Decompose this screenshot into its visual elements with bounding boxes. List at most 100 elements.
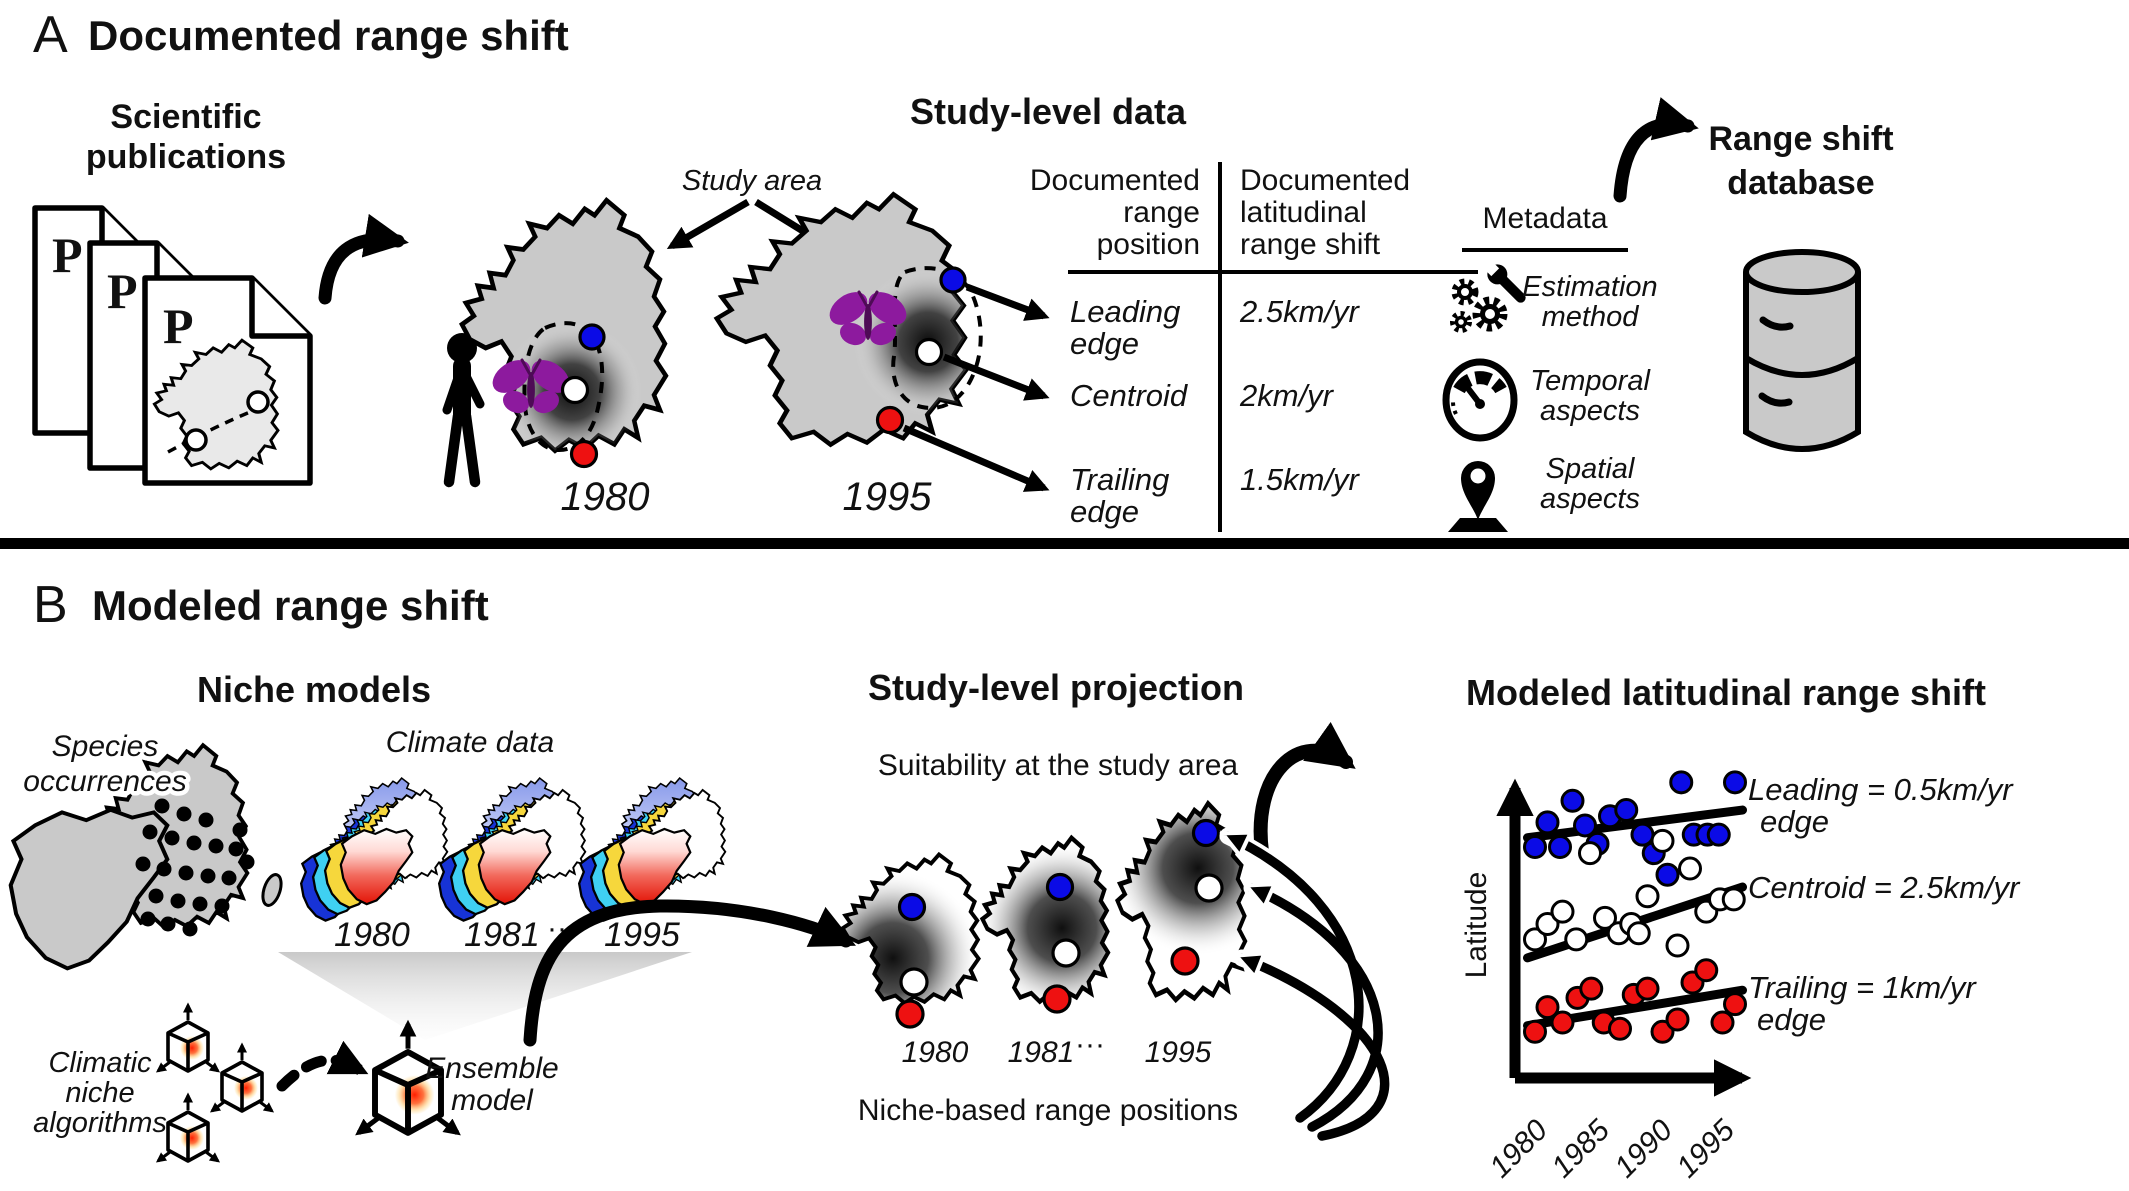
centroid-dot	[1194, 873, 1224, 903]
ensemble-to-projection-arrow	[523, 899, 856, 1047]
leading-edge-dot	[939, 266, 967, 294]
row-trailing-label: edge	[1070, 494, 1139, 529]
dot-to-leading-arrow	[965, 283, 1050, 321]
scatter-point-centroid	[1523, 927, 1547, 952]
scatter-point-trailing-edge	[1723, 992, 1747, 1017]
ensemble-model-label: Ensemble	[425, 1052, 558, 1085]
col2-header: Documented	[1240, 164, 1410, 197]
scatter-point-centroid	[1578, 841, 1602, 866]
scatter-point-leading-edge	[1548, 835, 1572, 859]
x-tick: 1985	[1545, 1113, 1616, 1184]
climate-data-label: Climate data	[386, 726, 554, 759]
estimation-method-label: Estimation	[1522, 271, 1657, 303]
climate-year: 1981	[464, 916, 540, 954]
metadata-title: Metadata	[1482, 202, 1607, 235]
database-title-line1: Range shift	[1708, 120, 1893, 158]
scatter-point-leading-edge	[1573, 813, 1597, 838]
projection-year: 1995	[1145, 1036, 1212, 1069]
projection-year: 1981	[1008, 1036, 1075, 1069]
scatter-point-trailing-edge	[1694, 958, 1719, 983]
panel-a: A Documented range shift Scientific publ…	[32, 6, 1894, 532]
trend-line-leading-edge	[1523, 805, 1747, 843]
scatter-point-trailing-edge	[1650, 1019, 1675, 1044]
paper-mini-dashed-range	[167, 410, 251, 454]
centroid-dot	[914, 337, 944, 367]
col1-header: Documented	[1030, 164, 1200, 197]
projection-map-1980	[840, 852, 981, 1029]
x-tick: 1980	[1483, 1113, 1554, 1184]
scatter-point-centroid	[1721, 887, 1746, 912]
projection-subtitle: Suitability at the study area	[878, 749, 1239, 782]
modeled-range-shift-chart: Modeled latitudinal range shift Latitude…	[1460, 672, 2021, 1184]
study-level-data-table: Study-level data Documented range positi…	[902, 91, 1478, 532]
projection-year-ellipsis: ···	[1075, 1028, 1105, 1061]
row-leading-label: Leading	[1070, 294, 1180, 329]
row-trailing-value: 1.5km/yr	[1240, 462, 1361, 497]
papers-to-maps-arrow	[318, 213, 409, 305]
climate-map-stack-1980	[301, 778, 447, 921]
legend-centroid: Centroid = 2.5km/yr	[1748, 870, 2021, 905]
map-pin-icon	[1448, 461, 1508, 532]
centroid-dot	[560, 375, 590, 405]
panel-b-title: Modeled range shift	[92, 582, 489, 629]
scatter-point-leading-edge	[1669, 770, 1694, 795]
legend-trailing-line2: edge	[1757, 1002, 1826, 1037]
scatter-point-centroid	[1626, 921, 1651, 946]
paper-mini-position-dot	[184, 428, 208, 452]
legend-leading: Leading = 0.5km/yr	[1748, 772, 2014, 807]
algorithms-label: algorithms	[33, 1107, 167, 1139]
trailing-edge-dot	[875, 405, 905, 435]
scatter-point-leading-edge	[1706, 822, 1731, 847]
scatter-point-trailing-edge	[1535, 995, 1560, 1020]
scatter-point-centroid	[1593, 905, 1617, 930]
cube-icon	[158, 1095, 218, 1161]
temporal-aspects-label: aspects	[1540, 395, 1640, 427]
scatter-point-centroid	[1535, 912, 1560, 936]
projection-caption: Niche-based range positions	[858, 1094, 1238, 1127]
chart-plot-area	[1523, 770, 1747, 1044]
species-occurrences-label2: occurrences	[23, 765, 186, 798]
climate-year: 1995	[604, 916, 680, 954]
paper-letter: P	[163, 298, 194, 354]
algorithms-to-ensemble-dashed-arrow	[276, 1054, 354, 1092]
metadata-block: Metadata Estimation method	[1442, 202, 1658, 532]
row-centroid-value: 2km/yr	[1239, 378, 1335, 413]
scatter-point-centroid	[1564, 927, 1589, 952]
paper-page-front: P	[142, 275, 313, 486]
leading-edge-dot	[1045, 872, 1075, 902]
panel-divider	[0, 538, 2129, 549]
temporal-aspects-label: Temporal	[1530, 365, 1651, 397]
climate-year: 1980	[334, 916, 410, 954]
panel-a-tag: A	[33, 6, 68, 64]
map-year-1995: 1995	[843, 475, 933, 519]
legend-trailing: Trailing = 1km/yr	[1748, 970, 1977, 1005]
trailing-edge-dot	[895, 999, 925, 1029]
paper-mini-position-dot	[246, 390, 270, 414]
gears-wrench-icon	[1450, 260, 1526, 333]
occurrence-dots	[135, 798, 255, 937]
y-axis-label: Latitude	[1460, 872, 1493, 979]
suitability-raster	[842, 870, 979, 1004]
scatter-point-centroid	[1650, 828, 1675, 853]
map-year-1980: 1980	[561, 475, 650, 519]
projection-to-chart-arrow	[1253, 721, 1356, 859]
trailing-edge-dot	[569, 439, 599, 469]
species-occurrences-map	[11, 743, 283, 968]
trailing-edge-dot	[1042, 984, 1072, 1014]
scatter-point-centroid	[1678, 856, 1702, 881]
publications-title-line2: publications	[86, 138, 286, 176]
papers-stack-icon: P P P	[32, 205, 313, 486]
scatter-point-trailing-edge	[1579, 976, 1604, 1001]
panel-a-title: Documented range shift	[88, 12, 569, 59]
scatter-point-leading-edge	[1523, 835, 1547, 859]
study-area-label: Study area	[682, 165, 822, 197]
scatter-point-centroid	[1635, 884, 1660, 909]
projection-title: Study-level projection	[868, 667, 1244, 708]
estimation-method-label: method	[1542, 301, 1640, 333]
scatter-point-trailing-edge	[1710, 1010, 1735, 1035]
scatter-point-trailing-edge	[1550, 1010, 1575, 1035]
projection-year: 1980	[902, 1036, 969, 1069]
database-title-line2: database	[1727, 164, 1874, 202]
scatter-point-leading-edge	[1535, 810, 1560, 835]
